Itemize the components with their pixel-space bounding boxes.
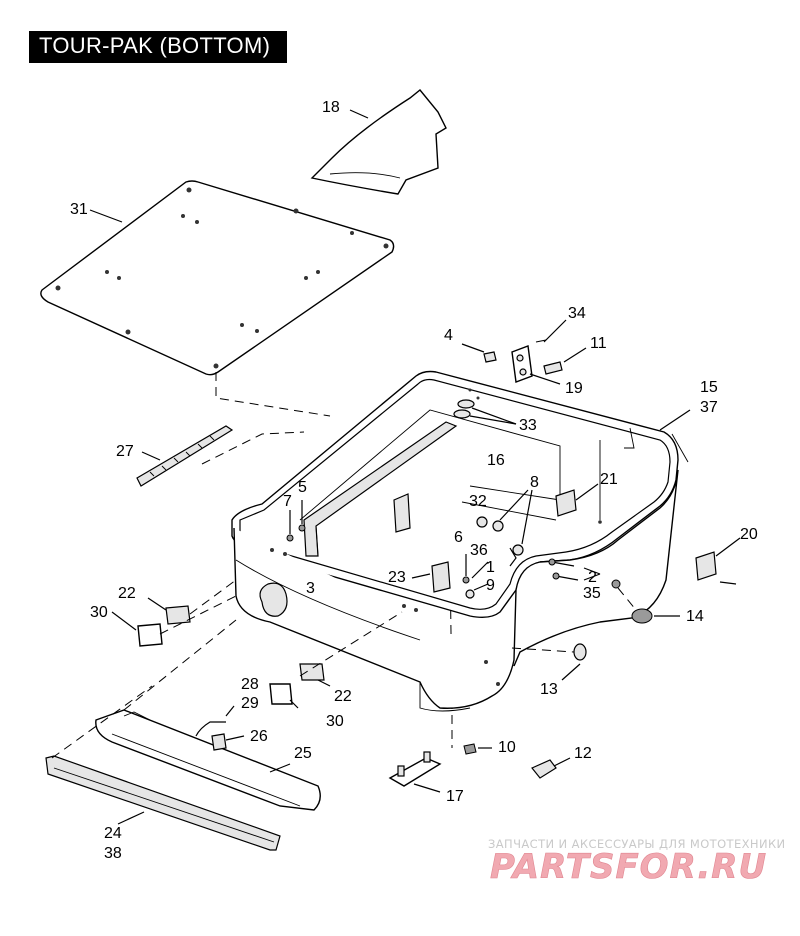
callout-18: 18 — [322, 99, 340, 116]
callout-9: 9 — [486, 577, 495, 594]
watermark-tagline: ЗАПЧАСТИ И АКСЕССУАРЫ ДЛЯ МОТОТЕХНИКИ — [488, 837, 786, 851]
callout-30-upper: 30 — [90, 604, 108, 621]
callout-labels: 18 31 34 4 11 19 15 37 33 27 16 8 21 5 7… — [70, 99, 758, 862]
part-18-liner — [310, 89, 447, 195]
callout-11: 11 — [590, 335, 607, 352]
callout-21: 21 — [600, 471, 618, 488]
callout-30-lower: 30 — [326, 713, 344, 730]
callout-34: 34 — [568, 305, 586, 322]
side-hardware — [548, 537, 741, 624]
callout-31: 31 — [70, 201, 88, 218]
callout-36: 36 — [470, 542, 488, 559]
callout-3: 3 — [306, 580, 315, 597]
callout-19: 19 — [565, 380, 583, 397]
callout-33: 33 — [519, 417, 537, 434]
callout-12: 12 — [574, 745, 592, 762]
callout-23: 23 — [388, 569, 406, 586]
callout-22-upper: 22 — [118, 585, 136, 602]
part-31-base-plate — [40, 180, 395, 376]
callout-35: 35 — [583, 585, 601, 602]
callout-6: 6 — [454, 529, 463, 546]
diagram-title: TOUR-PAK (BOTTOM) — [39, 33, 271, 58]
callout-37: 37 — [700, 399, 718, 416]
callout-25: 25 — [294, 745, 312, 762]
watermark-brand: PARTSFOR.RU — [490, 847, 767, 887]
callout-16: 16 — [487, 452, 505, 469]
callout-10: 10 — [498, 739, 516, 756]
callout-28: 28 — [241, 676, 259, 693]
hinge-parts — [453, 319, 587, 425]
callout-29: 29 — [241, 695, 259, 712]
callout-24: 24 — [104, 825, 122, 842]
callout-1: 1 — [486, 559, 495, 576]
callout-38: 38 — [104, 845, 122, 862]
bottom-hardware — [388, 643, 587, 793]
callout-27: 27 — [116, 443, 134, 460]
callout-26: 26 — [250, 728, 268, 745]
callout-17: 17 — [446, 788, 464, 805]
callout-20: 20 — [740, 526, 758, 543]
interior-hardware — [286, 483, 599, 599]
callout-2: 2 — [588, 569, 597, 586]
reflector-parts — [111, 579, 403, 709]
callout-8: 8 — [530, 474, 539, 491]
callout-15: 15 — [700, 379, 718, 396]
watermark: ЗАПЧАСТИ И АКСЕССУАРЫ ДЛЯ МОТОТЕХНИКИ PA… — [488, 837, 786, 887]
callout-4: 4 — [444, 327, 453, 344]
callout-32: 32 — [469, 493, 487, 510]
callout-22-lower: 22 — [334, 688, 352, 705]
callout-13: 13 — [540, 681, 558, 698]
diagram-title-box: TOUR-PAK (BOTTOM) — [29, 31, 287, 63]
part-24-38-trim — [45, 685, 281, 851]
callout-5: 5 — [298, 479, 307, 496]
part-25-light-panel — [95, 619, 321, 811]
part-27-strip — [136, 425, 305, 487]
callout-14: 14 — [686, 608, 704, 625]
part-15-37-tour-pak-bottom — [231, 370, 691, 712]
callout-7: 7 — [283, 493, 292, 510]
